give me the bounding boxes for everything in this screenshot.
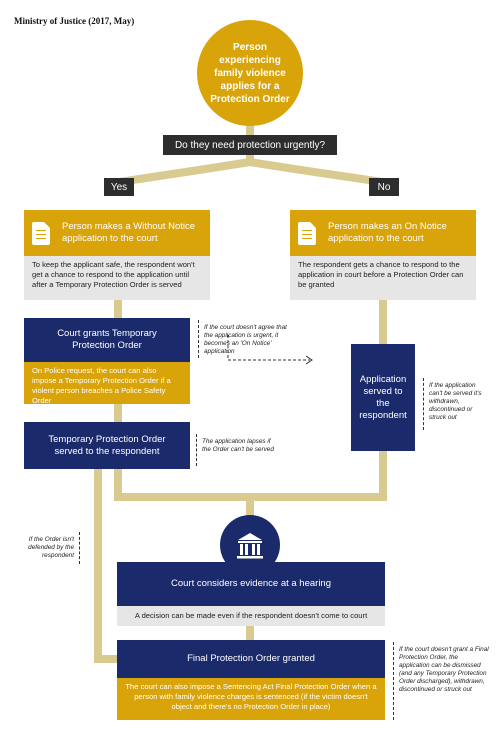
- connector-start-question: [246, 123, 254, 135]
- urgent-question: Do they need protection urgently?: [163, 135, 337, 155]
- source-caption: Ministry of Justice (2017, May): [14, 16, 135, 26]
- without-notice-header: Person makes a Without Notice applicatio…: [24, 210, 210, 256]
- start-circle: Person experiencing family violence appl…: [197, 20, 303, 126]
- final-order-header: Final Protection Order granted: [117, 640, 385, 678]
- on-notice-body: The respondent gets a chance to respond …: [290, 256, 476, 300]
- yes-label: Yes: [104, 178, 134, 196]
- application-served-box: Application served to the respondent: [351, 344, 415, 451]
- note-cant-served: If the application can't be served it's …: [423, 378, 495, 430]
- final-order-body: The court can also impose a Sentencing A…: [117, 678, 385, 720]
- court-grants-header: Court grants Temporary Protection Order: [24, 318, 190, 362]
- note-final: If the court doesn't grant a Final Prote…: [393, 642, 495, 720]
- on-notice-header: Person makes an On Notice application to…: [290, 210, 476, 256]
- document-icon: [32, 221, 50, 245]
- without-notice-body: To keep the applicant safe, the responde…: [24, 256, 210, 300]
- court-grants-body: On Police request, the court can also im…: [24, 362, 190, 405]
- no-label: No: [369, 178, 399, 196]
- note-not-agree: If the court doesn't agree that the appl…: [198, 320, 296, 358]
- courthouse-icon: [237, 533, 263, 559]
- hearing-header: Court considers evidence at a hearing: [117, 562, 385, 606]
- note-lapses: The application lapses if the Order can'…: [196, 434, 280, 466]
- tpo-served-box: Temporary Protection Order served to the…: [24, 422, 190, 469]
- on-notice-title: Person makes an On Notice application to…: [328, 221, 447, 244]
- note-not-defended: If the Order isn't defended by the respo…: [16, 532, 80, 564]
- document-icon: [298, 221, 316, 245]
- without-notice-title: Person makes a Without Notice applicatio…: [62, 221, 196, 244]
- hearing-body: A decision can be made even if the respo…: [117, 606, 385, 626]
